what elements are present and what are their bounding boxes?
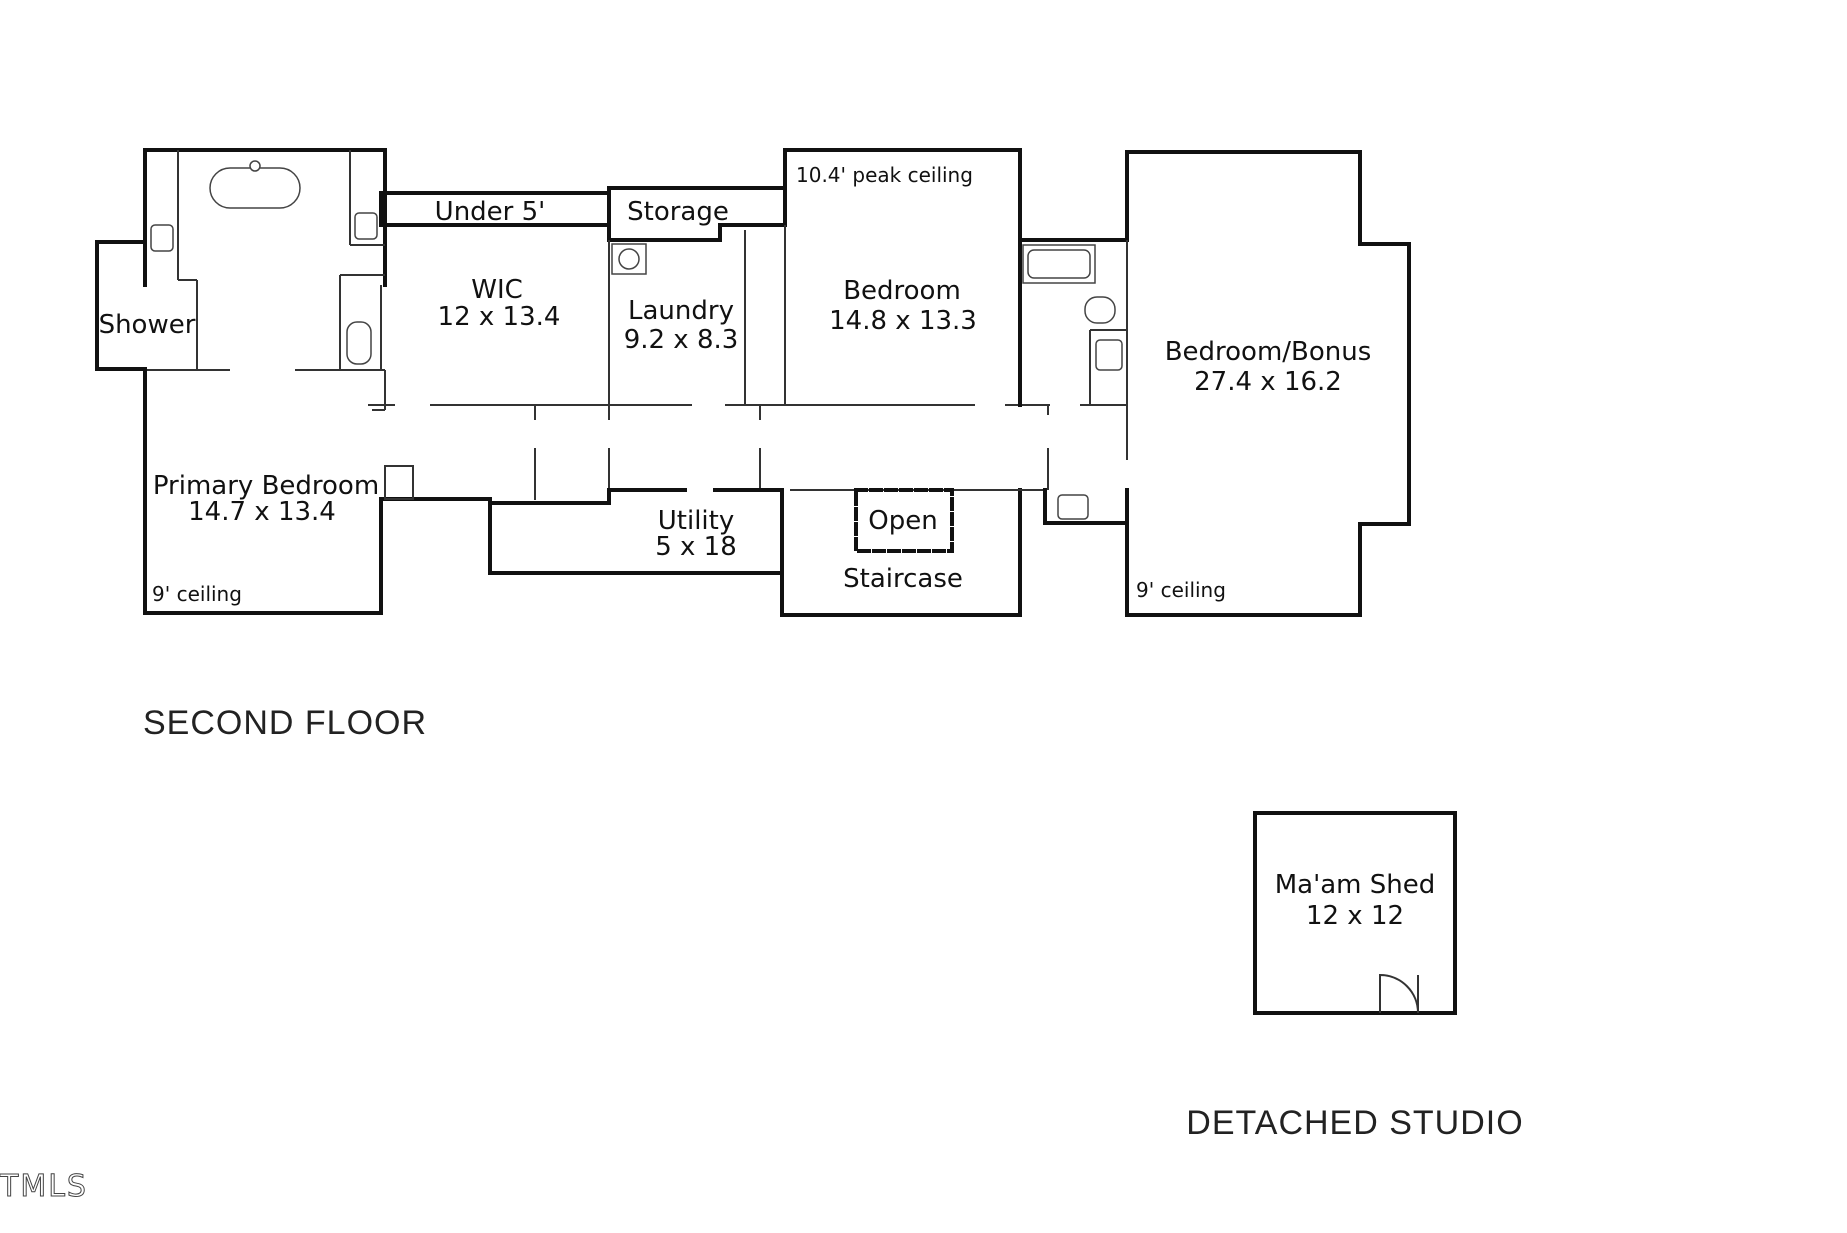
staircase-area: Open Staircase [780,488,1045,617]
sink-icon [354,212,378,240]
primary-ceiling-note: 9' ceiling [152,582,242,606]
toilet-icon [1084,296,1116,324]
wic-name: WIC [471,275,523,305]
sink-icon [1095,339,1123,371]
stair-opening [854,488,954,553]
bonus-name: Bedroom/Bonus [1165,337,1372,367]
bonus-dim: 27.4 x 16.2 [1194,367,1342,397]
laundry-name: Laundry [628,296,734,326]
bedroom-room: 10.4' peak ceiling Bedroom 14.8 x 13.3 [783,148,1022,407]
maam-shed: Ma'am Shed 12 x 12 [1253,811,1457,1015]
primary-bath [143,148,387,371]
wic-dim: 12 x 13.4 [438,302,561,332]
bathtub-icon [209,167,301,209]
staircase-label: Staircase [843,564,963,594]
toilet-icon [346,321,372,365]
utility-dim: 5 x 18 [655,532,737,562]
sink-icon [1057,494,1089,520]
wic-room: WIC 12 x 13.4 [380,240,610,420]
open-label: Open [868,506,937,536]
door-swing-icon [1379,973,1419,1014]
peak-ceiling-note: 10.4' peak ceiling [796,163,973,187]
sink-icon [150,224,174,252]
detached-studio-title: DETACHED STUDIO [1186,1104,1523,1142]
primary-bedroom: Primary Bedroom 14.7 x 13.4 9' ceiling [143,367,492,615]
shower-label: Shower [99,310,196,340]
laundry-dim: 9.2 x 8.3 [624,325,739,355]
primary-bedroom-dim: 14.7 x 13.4 [188,497,336,527]
shed-name: Ma'am Shed [1275,870,1436,900]
under-5-space: Under 5' [379,191,611,227]
laundry-room: Laundry 9.2 x 8.3 [611,230,746,405]
bedroom-dim: 14.8 x 13.3 [829,306,977,336]
second-floor-title: SECOND FLOOR [143,704,427,742]
storage-room: Storage [607,186,787,242]
hallway [368,404,1125,500]
hall-bath [1018,150,1129,525]
utility-name: Utility [658,506,734,536]
bedroom-name: Bedroom [843,276,961,306]
mls-watermark: TMLS [0,1169,88,1204]
shed-dim: 12 x 12 [1306,901,1404,931]
utility-room: Utility 5 x 18 [488,488,784,575]
primary-bedroom-name: Primary Bedroom [153,471,379,501]
bonus-room: Bedroom/Bonus 27.4 x 16.2 9' ceiling [1125,150,1411,617]
bonus-ceiling-note: 9' ceiling [1136,578,1226,602]
storage-label: Storage [627,197,729,227]
under-5-label: Under 5' [435,197,546,227]
shower-room: Shower [95,240,196,371]
